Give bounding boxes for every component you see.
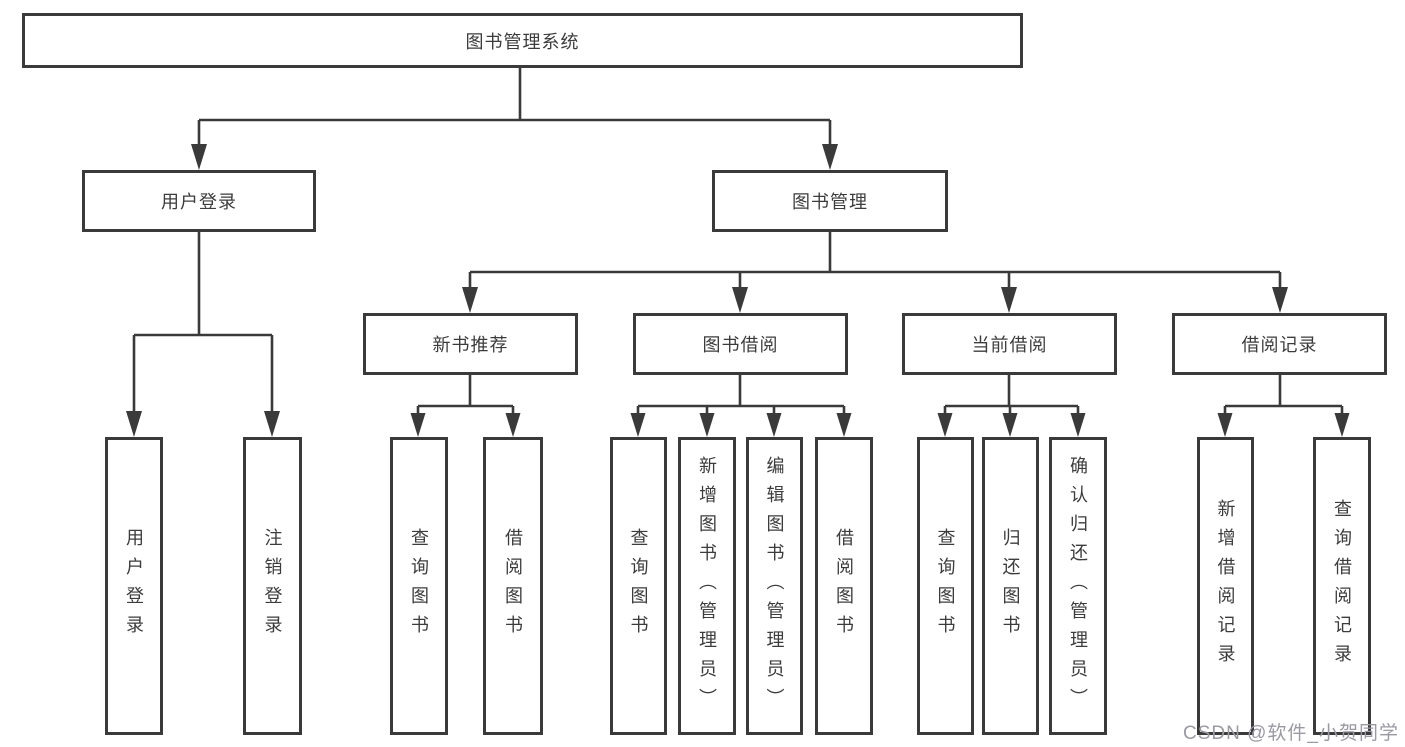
leaf-return-book: 归还图书	[982, 437, 1039, 735]
node-label: 用户登录	[161, 192, 237, 212]
leaf-label: 查询图书	[628, 528, 649, 644]
leaf-add-borrow-record: 新增借阅记录	[1197, 437, 1254, 735]
node-label: 图书管理	[792, 192, 868, 212]
leaf-borrow-books-recommend: 借阅图书	[483, 437, 543, 735]
leaf-query-books-recommend: 查询图书	[390, 437, 448, 735]
leaf-borrow-books: 借阅图书	[815, 437, 873, 735]
leaf-label: 借阅图书	[834, 528, 854, 644]
arrowheads	[126, 144, 1350, 437]
node-book-borrow: 图书借阅	[633, 313, 848, 375]
leaf-label: 查询图书	[935, 528, 956, 644]
leaf-label: 新增借阅记录	[1215, 499, 1236, 673]
leaf-user-login: 用户登录	[105, 437, 163, 735]
node-label: 新书推荐	[432, 335, 509, 355]
leaf-label: 归还图书	[1000, 528, 1021, 644]
node-label: 借阅记录	[1241, 335, 1318, 355]
leaf-logout: 注销登录	[243, 437, 302, 735]
leaf-label: 注销登录	[262, 528, 283, 644]
leaf-label: 编辑图书（管理员）	[764, 455, 785, 717]
node-current-borrow: 当前借阅	[902, 313, 1117, 375]
leaf-label: 查询图书	[409, 528, 429, 644]
leaf-confirm-return-admin: 确认归还（管理员）	[1049, 437, 1107, 735]
leaf-label: 查询借阅记录	[1332, 499, 1352, 673]
node-label: 图书管理系统	[465, 31, 580, 52]
leaf-query-borrow-record: 查询借阅记录	[1313, 437, 1371, 735]
leaf-query-books-borrow: 查询图书	[610, 437, 667, 735]
leaf-edit-book-admin: 编辑图书（管理员）	[746, 437, 803, 735]
node-label: 图书借阅	[702, 335, 779, 355]
node-label: 当前借阅	[971, 335, 1048, 355]
leaf-label: 借阅图书	[503, 528, 523, 644]
node-borrow-records: 借阅记录	[1172, 313, 1387, 375]
node-book-management: 图书管理	[712, 170, 948, 232]
node-new-book-recommend: 新书推荐	[363, 313, 578, 375]
csdn-watermark: CSDN @软件_小贺同学	[1183, 723, 1399, 744]
node-user-login: 用户登录	[82, 170, 316, 232]
leaf-label: 新增图书（管理员）	[697, 455, 717, 717]
leaf-label: 用户登录	[124, 528, 144, 644]
leaf-label: 确认归还（管理员）	[1068, 455, 1088, 717]
leaf-add-book-admin: 新增图书（管理员）	[678, 437, 736, 735]
node-system-root: 图书管理系统	[22, 13, 1023, 68]
leaf-query-books-current: 查询图书	[917, 437, 974, 735]
